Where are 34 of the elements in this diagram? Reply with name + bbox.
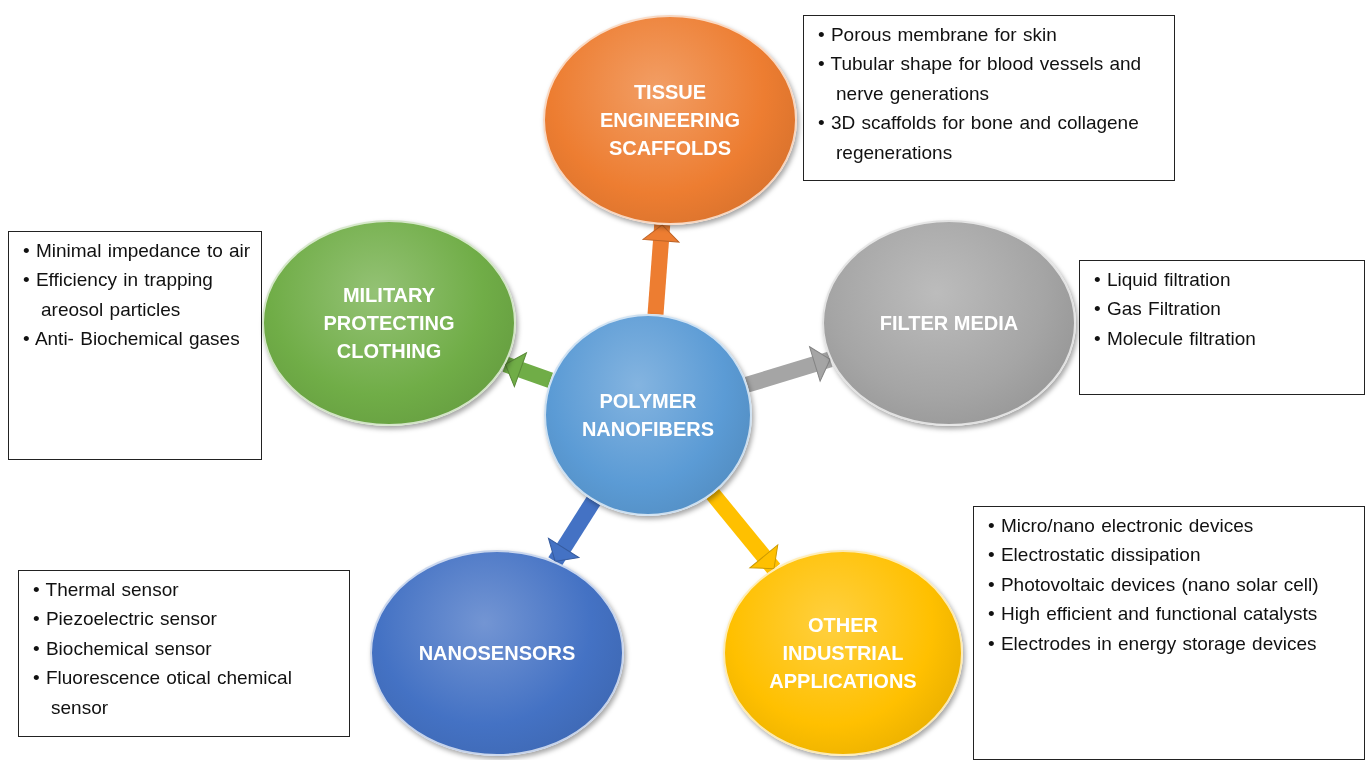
bullet-item: • Minimal impedance to air bbox=[23, 239, 252, 263]
block-arrow bbox=[744, 346, 833, 393]
bullet-item: • Biochemical sensor bbox=[33, 636, 213, 661]
bullet-list-box bbox=[973, 506, 1365, 760]
node-label: MILITARY PROTECTING CLOTHING bbox=[322, 283, 456, 364]
bullet-item: • Piezoelectric sensor bbox=[33, 607, 218, 632]
bullet-item: • Anti- Biochemical gases bbox=[23, 327, 241, 352]
bullet-item: • Tubular shape for blood vessels and nerve generations bbox=[818, 52, 1143, 106]
bullet-item: • Electrostatic dissipation bbox=[988, 543, 1202, 568]
node-label: POLYMER NANOFIBERS bbox=[580, 389, 716, 442]
bullet-list-box bbox=[8, 231, 262, 460]
bullet-item: • Gas Filtration bbox=[1094, 297, 1222, 322]
node-label: NANOSENSORS bbox=[417, 641, 577, 666]
bullet-item: • Liquid filtration bbox=[1094, 268, 1232, 292]
bullet-list-box bbox=[803, 15, 1175, 181]
bullet-list-box bbox=[1079, 260, 1365, 395]
node-label: TISSUE ENGINEERING SCAFFOLDS bbox=[599, 80, 741, 161]
bullet-item: • Electrodes in energy storage devices bbox=[988, 631, 1318, 656]
bullet-item: • Photovoltaic devices (nano solar cell) bbox=[988, 572, 1320, 597]
node-label: FILTER MEDIA bbox=[878, 311, 1020, 336]
node-label: OTHER INDUSTRIAL APPLICATIONS bbox=[768, 613, 918, 694]
bullet-item: • Fluorescence otical chemical sensor bbox=[33, 666, 293, 720]
bullet-item: • High efficient and functional catalysts bbox=[988, 602, 1319, 627]
bullet-item: • Porous membrane for skin bbox=[818, 23, 1058, 47]
bullet-item: • Micro/nano electronic devices bbox=[988, 514, 1255, 538]
bullet-item: • Thermal sensor bbox=[33, 578, 180, 602]
block-arrow bbox=[502, 352, 553, 388]
bullet-list-box bbox=[18, 570, 350, 737]
bullet-item: • 3D scaffolds for bone and collagene regenerations bbox=[818, 111, 1140, 165]
block-arrow bbox=[642, 224, 680, 315]
block-arrow bbox=[548, 496, 601, 566]
bullet-item: • Efficiency in trapping areosol particles bbox=[23, 268, 214, 322]
bullet-item: • Molecule filtration bbox=[1094, 326, 1257, 351]
block-arrow bbox=[706, 488, 781, 574]
